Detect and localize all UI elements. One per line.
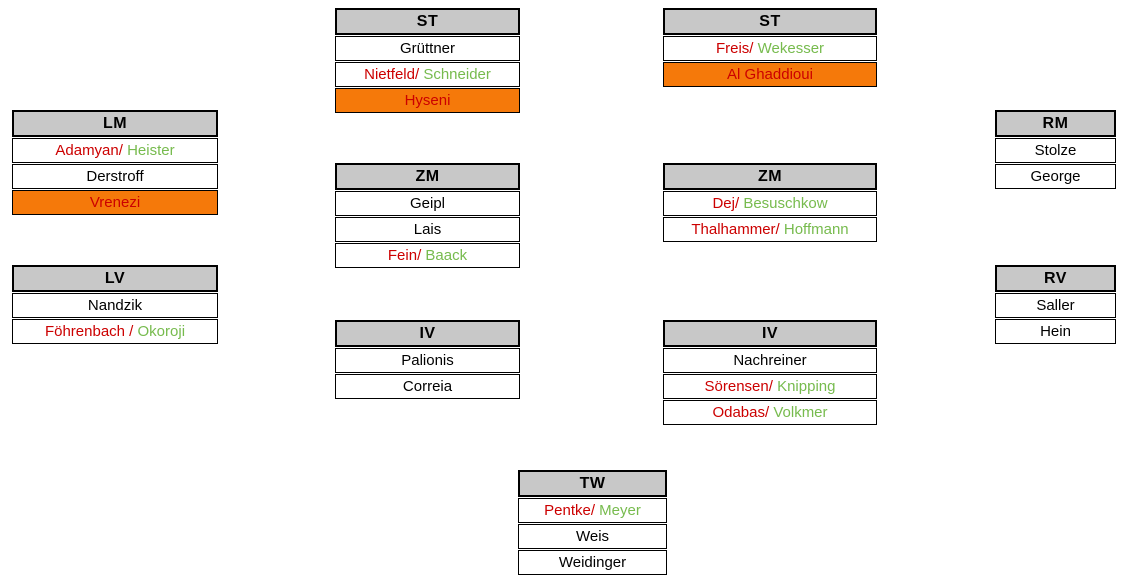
player-name: Wekesser (753, 40, 825, 57)
player-name: Nandzik (87, 297, 143, 314)
position-header: ST (663, 8, 877, 35)
player-name: Föhrenbach / (44, 323, 134, 340)
player-name: Thalhammer/ (691, 221, 780, 238)
player-row: Nandzik (12, 293, 218, 318)
player-name: Schneider (419, 66, 491, 83)
player-name: Meyer (595, 502, 641, 519)
player-row: Nietfeld/ Schneider (335, 62, 520, 87)
player-name: Okoroji (133, 323, 186, 340)
player-row: Geipl (335, 191, 520, 216)
player-row: Derstroff (12, 164, 218, 189)
player-row: Nachreiner (663, 348, 877, 373)
player-name: Grüttner (399, 40, 456, 57)
player-name: Knipping (772, 378, 836, 395)
position-header: LM (12, 110, 218, 137)
player-name: Weis (575, 528, 610, 545)
player-row: Saller (995, 293, 1116, 318)
player-row: Fein/ Baack (335, 243, 520, 268)
player-row: Adamyan/ Heister (12, 138, 218, 163)
position-header: RV (995, 265, 1116, 292)
player-row: Correia (335, 374, 520, 399)
player-name: Adamyan/ (55, 142, 123, 159)
player-row: Sörensen/ Knipping (663, 374, 877, 399)
player-name: Baack (421, 247, 468, 264)
player-name: Vrenezi (89, 194, 141, 211)
player-name: Saller (1036, 297, 1075, 314)
position-header: TW (518, 470, 667, 497)
position-header: LV (12, 265, 218, 292)
player-row: Weis (518, 524, 667, 549)
player-row: Freis/ Wekesser (663, 36, 877, 61)
player-name: Lais (413, 221, 442, 238)
player-name: Stolze (1034, 142, 1077, 159)
player-row: Hein (995, 319, 1116, 344)
position-header: ST (335, 8, 520, 35)
player-row: Vrenezi (12, 190, 218, 215)
player-row: Weidinger (518, 550, 667, 575)
player-name: Nachreiner (733, 352, 807, 369)
player-name: Palionis (401, 352, 454, 369)
player-row: Stolze (995, 138, 1116, 163)
player-name: Weidinger (558, 554, 627, 571)
player-row: Grüttner (335, 36, 520, 61)
player-row: Pentke/ Meyer (518, 498, 667, 523)
player-rows: Freis/ Wekesser Al Ghaddioui (663, 36, 877, 87)
player-name: Hyseni (404, 92, 451, 109)
player-name: Volkmer (769, 404, 828, 421)
player-name: Nietfeld/ (364, 66, 420, 83)
player-row: Dej/ Besuschkow (663, 191, 877, 216)
position-header: IV (335, 320, 520, 347)
player-row: Al Ghaddioui (663, 62, 877, 87)
player-name: Al Ghaddioui (727, 66, 813, 83)
player-row: George (995, 164, 1116, 189)
player-name: George (1030, 168, 1081, 185)
player-name: Pentke/ (544, 502, 596, 519)
player-row: Palionis (335, 348, 520, 373)
player-name: Dej/ (712, 195, 740, 212)
player-name: Fein/ (387, 247, 422, 264)
player-name: Odabas/ (712, 404, 770, 421)
player-row: Föhrenbach / Okoroji (12, 319, 218, 344)
position-header: ZM (335, 163, 520, 190)
player-name: Hein (1040, 323, 1071, 340)
player-name: Sörensen/ (704, 378, 773, 395)
player-name: Hoffmann (779, 221, 849, 238)
position-box-st-right: ST Freis/ Wekesser Al Ghaddioui (663, 8, 877, 87)
position-header: RM (995, 110, 1116, 137)
player-name: Derstroff (86, 168, 144, 185)
player-row: Lais (335, 217, 520, 242)
player-name: Freis/ (715, 40, 754, 57)
player-row: Thalhammer/ Hoffmann (663, 217, 877, 242)
player-name: Correia (402, 378, 453, 395)
player-name: Geipl (409, 195, 446, 212)
player-row: Odabas/ Volkmer (663, 400, 877, 425)
player-name: Besuschkow (739, 195, 828, 212)
player-row: Hyseni (335, 88, 520, 113)
player-name: Heister (122, 142, 175, 159)
position-header: IV (663, 320, 877, 347)
position-header: ZM (663, 163, 877, 190)
